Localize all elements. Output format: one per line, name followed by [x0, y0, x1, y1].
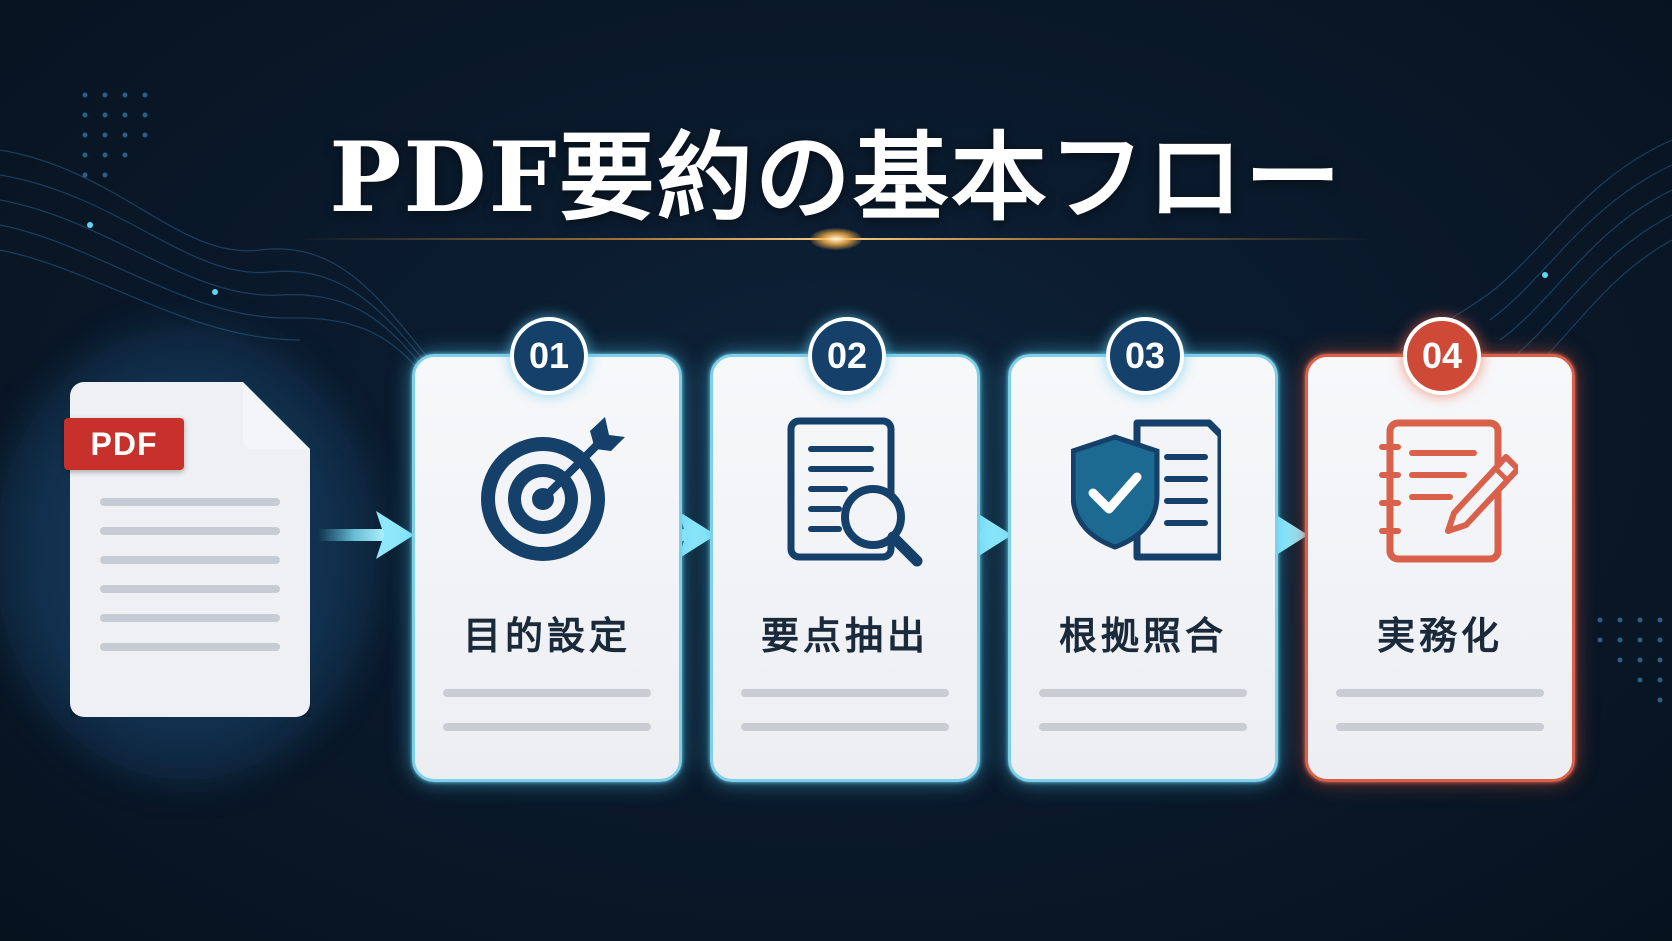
shield-check-document-icon — [1071, 419, 1221, 561]
document-line — [100, 527, 280, 535]
placeholder-line — [1336, 723, 1544, 731]
target-icon — [481, 417, 625, 561]
page-title: PDF要約の基本フロー — [329, 121, 1343, 234]
divider-glow — [810, 228, 862, 250]
step-number-badge: 01 — [510, 317, 588, 395]
arrow-right-icon — [318, 511, 414, 559]
step-label: 根拠照合 — [1058, 614, 1227, 658]
step-card-2: 02 要点抽出 — [710, 317, 980, 782]
step-label: 要点抽出 — [760, 614, 929, 658]
document-line — [100, 498, 280, 506]
placeholder-line — [443, 723, 651, 731]
step-label: 実務化 — [1376, 614, 1503, 658]
step-label: 目的設定 — [462, 614, 631, 658]
pdf-badge: PDF — [64, 418, 184, 470]
document-line — [100, 585, 280, 593]
document-line — [100, 556, 280, 564]
placeholder-line — [1039, 689, 1247, 697]
step-number-badge: 02 — [808, 317, 886, 395]
document-line — [100, 614, 280, 622]
notebook-pencil-icon — [1379, 419, 1518, 563]
step-card-3: 03 根拠照合 — [1008, 317, 1278, 782]
document-line — [100, 643, 280, 651]
document-search-icon — [787, 417, 923, 567]
placeholder-line — [443, 689, 651, 697]
step-number-badge: 03 — [1106, 317, 1184, 395]
placeholder-line — [1336, 689, 1544, 697]
step-number-badge: 04 — [1403, 317, 1481, 395]
placeholder-line — [1039, 723, 1247, 731]
step-card-4: 04 実務化 — [1305, 317, 1575, 782]
placeholder-line — [741, 689, 949, 697]
placeholder-line — [741, 723, 949, 731]
step-card-1: 01 目的設定 — [412, 317, 682, 782]
